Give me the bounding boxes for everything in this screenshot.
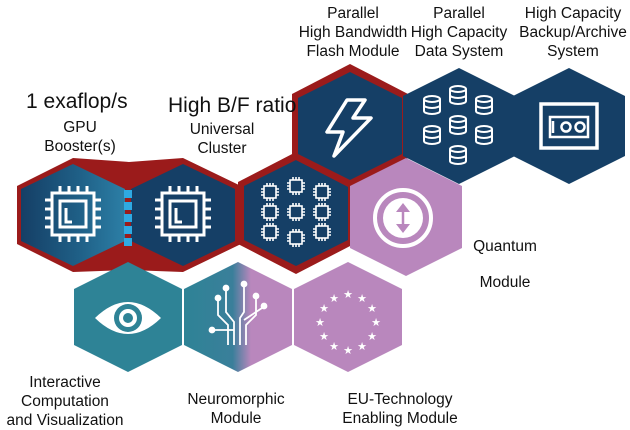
neuromorphic-module-label: Neuromorphic Module	[187, 391, 285, 427]
gpu-headline: 1 exaflop/s	[26, 90, 128, 113]
backup-archive-label: High Capacity Backup/Archive System	[519, 5, 627, 60]
flash-module-label: Parallel High Bandwidth Flash Module	[298, 5, 408, 60]
chip-grid-icon	[261, 177, 331, 247]
svg-text:★: ★	[329, 292, 339, 305]
lightning-bolt-icon	[325, 98, 373, 158]
svg-text:★: ★	[319, 302, 329, 315]
database-cylinders-icon	[423, 85, 493, 165]
svg-text:★: ★	[315, 316, 325, 329]
eu-technology-label: EU-Technology Enabling Module	[342, 391, 458, 427]
gpu-booster-label: GPU Booster(s)	[44, 119, 116, 155]
neuro-hex[interactable]	[184, 262, 292, 372]
svg-text:★: ★	[357, 292, 367, 305]
svg-text:★: ★	[329, 340, 339, 353]
gpu-link-stripe	[124, 190, 132, 246]
flash-hex[interactable]	[298, 72, 402, 180]
qubit-sphere-icon	[373, 188, 433, 248]
svg-text:★: ★	[371, 316, 381, 329]
gpu-hex-2[interactable]	[131, 164, 235, 266]
svg-text:★: ★	[343, 344, 353, 357]
cpu-chip-icon	[155, 186, 211, 242]
gpu-hex-1[interactable]	[21, 164, 125, 266]
cpu-chip-icon	[45, 186, 101, 242]
svg-text:★: ★	[319, 330, 329, 343]
backup-hex[interactable]	[513, 68, 625, 184]
eu-hex[interactable]	[294, 262, 402, 372]
interactive-visualization-label: Interactive Computation and Visualizatio…	[6, 374, 124, 429]
quantum-label: Quantum	[473, 238, 537, 255]
eye-icon	[95, 302, 161, 334]
quantum-module-label: Module	[479, 274, 531, 291]
neural-circuit-icon	[208, 280, 268, 345]
svg-text:★: ★	[367, 330, 377, 343]
svg-text:★: ★	[367, 302, 377, 315]
svg-text:★: ★	[357, 340, 367, 353]
universal-cluster-label: Universal Cluster	[189, 121, 255, 157]
cluster-headline: High B/F ratio	[168, 94, 297, 117]
data-system-label: Parallel High Capacity Data System	[410, 5, 508, 60]
eu-stars-icon: ★ ★ ★ ★ ★ ★ ★ ★ ★ ★ ★ ★	[315, 288, 381, 357]
tape-drive-icon	[539, 102, 599, 150]
svg-text:★: ★	[343, 288, 353, 301]
